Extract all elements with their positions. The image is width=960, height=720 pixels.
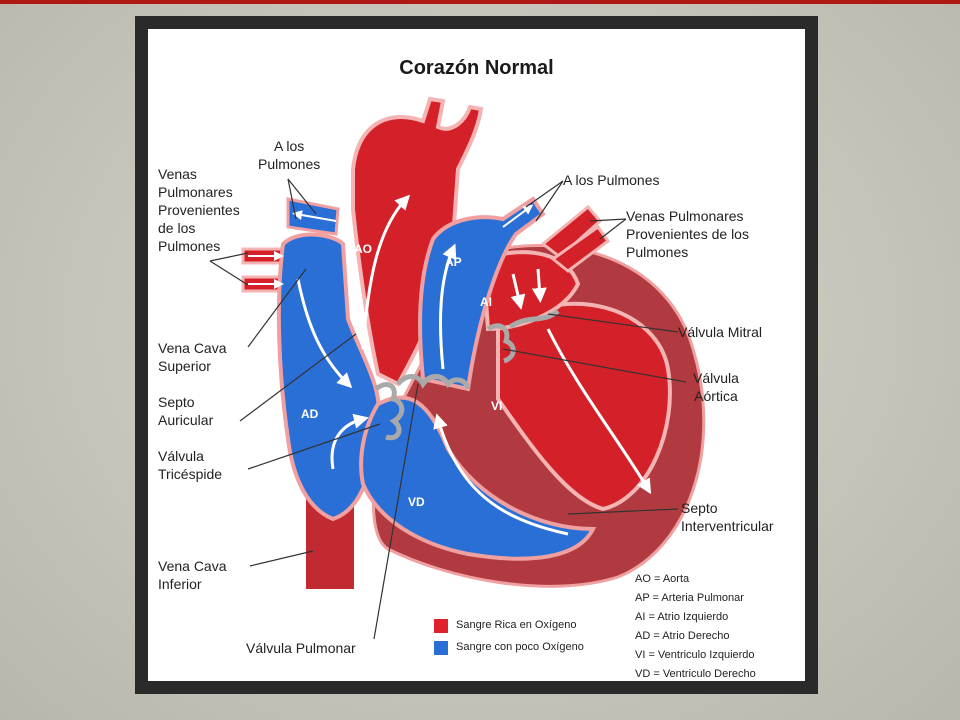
label-valvula-pulmonar: Válvula Pulmonar — [246, 640, 356, 656]
label-vi: VI — [491, 399, 503, 413]
flow-arrow-right-atrium — [330, 413, 369, 470]
label-valvula-aortica: Válvula Aórtica — [693, 370, 739, 404]
leader-a-los-pulmones-left-1 — [287, 178, 317, 215]
label-a-los-pulmones-left: A los Pulmones — [258, 138, 321, 172]
leader-venas-left-1 — [209, 252, 249, 262]
abbreviation-item: AI = Atrio Izquierdo — [635, 611, 729, 623]
label-venas-pulmonares-left: Venas Pulmonares Provenientes de los Pul… — [158, 166, 240, 254]
flow-arrow-vena-cava — [296, 278, 353, 389]
flow-arrow-left-atrium-1 — [510, 273, 526, 310]
leader-a-los-pulmones-left-2 — [287, 178, 297, 220]
leader-valvula-pulmonar — [373, 383, 419, 640]
leader-valvula-mitral — [547, 313, 679, 333]
leader-valvula-tricuspide — [247, 423, 381, 470]
label-ao: AO — [354, 242, 372, 256]
leader-venas-right-1 — [589, 218, 627, 222]
abbreviation-item: VD = Ventriculo Derecho — [635, 668, 756, 680]
abbreviation-item: AP = Arteria Pulmonar — [635, 592, 744, 604]
label-valvula-mitral: Válvula Mitral — [678, 324, 763, 340]
leader-valvula-aortica — [502, 348, 687, 383]
label-venas-pulmonares-right: Venas Pulmonares Provenientes de los Pul… — [626, 208, 749, 260]
flow-arrow-aorta — [361, 194, 411, 350]
flow-arrow-pulm-art-left — [292, 210, 337, 222]
diagram-panel: Corazón Normal — [148, 29, 805, 681]
label-a-los-pulmones-right: A los Pulmones — [563, 172, 660, 188]
leader-septo-auricular — [239, 333, 357, 422]
flow-arrow-left-ventricle — [546, 328, 652, 495]
leader-vena-cava-inferior — [249, 550, 314, 567]
label-ad: AD — [301, 407, 319, 421]
aorta — [351, 96, 484, 387]
legend-swatch-red — [434, 619, 448, 633]
heart-diagram — [209, 96, 706, 640]
abbreviation-item: AO = Aorta — [635, 573, 690, 585]
label-vena-cava-superior: Vena Cava Superior — [158, 340, 227, 374]
legend-label: Sangre Rica en Oxígeno — [456, 619, 577, 631]
label-ai: AI — [480, 295, 492, 309]
label-valvula-tricuspide: Válvula Tricéspide — [158, 448, 223, 482]
flow-arrow-pulm-art-right — [502, 204, 534, 228]
leader-lines — [209, 178, 687, 640]
leader-venas-right-2 — [599, 218, 627, 240]
abbreviation-item: VI = Ventriculo Izquierdo — [635, 649, 755, 661]
flow-arrow-left-atrium-2 — [531, 268, 547, 303]
legend-swatch-blue — [434, 641, 448, 655]
flow-arrow-pulmonary-artery — [438, 243, 457, 370]
slide-frame: Corazón Normal — [135, 16, 818, 694]
top-accent-rule — [0, 0, 960, 4]
tricuspid-valve — [374, 382, 405, 441]
label-septo-auricular: Septo Auricular — [158, 394, 214, 428]
abbreviation-item: AD = Atrio Derecho — [635, 630, 730, 642]
label-vd: VD — [408, 495, 425, 509]
leader-a-los-pulmones-right-1 — [525, 180, 564, 208]
leader-septo-interventricular — [567, 508, 679, 515]
label-ap: AP — [445, 255, 462, 269]
label-septo-interventricular: Septo Interventricular — [681, 500, 774, 534]
leader-a-los-pulmones-right-2 — [535, 180, 564, 222]
pulmonary-valve — [396, 374, 471, 390]
mitral-valve — [508, 308, 560, 330]
pulmonary-veins-right-2 — [550, 224, 611, 273]
leader-venas-left-2 — [209, 260, 249, 286]
aortic-valve — [486, 323, 516, 364]
label-vena-cava-inferior: Vena Cava Inferior — [158, 558, 227, 592]
leader-vena-cava-superior — [247, 268, 307, 348]
legend-label: Sangre con poco Oxígeno — [456, 641, 584, 653]
flow-arrow-right-ventricle — [433, 413, 569, 536]
diagram-title: Corazón Normal — [399, 57, 554, 79]
